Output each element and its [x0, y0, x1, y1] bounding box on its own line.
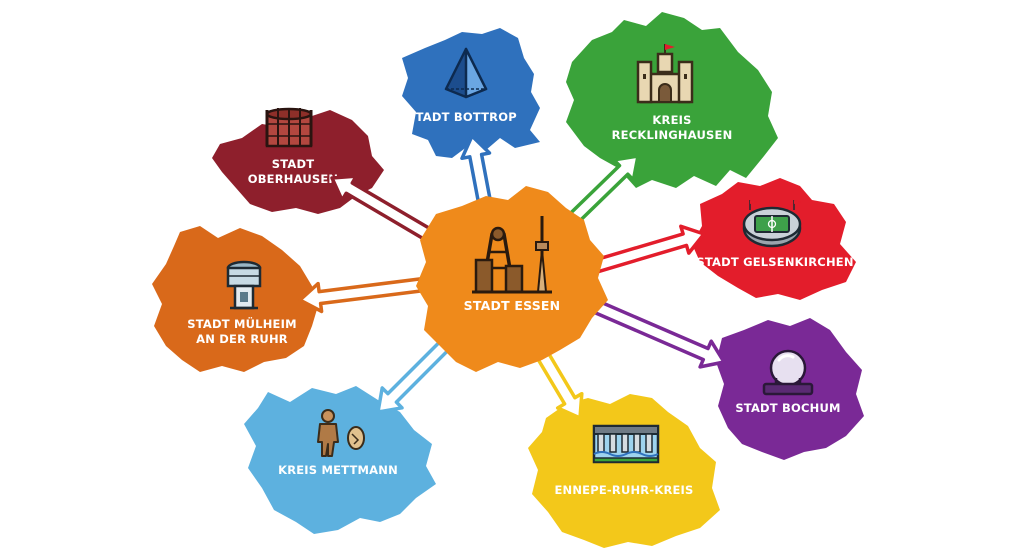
region-bochum-label: STADT BOCHUM: [735, 401, 840, 415]
region-recklinghausen-label-line2: RECKLINGHAUSEN: [612, 128, 733, 142]
tetrahedron-icon: [444, 47, 488, 99]
arrow-essen-to-bochum: [585, 296, 726, 369]
region-mettmann-label: KREIS METTMANN: [278, 463, 398, 477]
region-gelsenkirchen-label-line: STADT GELSENKIRCHEN: [696, 255, 853, 269]
region-gelsenkirchen-label: STADT GELSENKIRCHEN: [696, 255, 853, 269]
region-oberhausen-label-line1: STADT: [272, 157, 315, 171]
region-muelheim-label-line2: AN DER RUHR: [196, 332, 288, 346]
region-essen-label: STADT ESSEN: [464, 298, 561, 313]
region-bottrop-label: STADT BOTTROP: [407, 110, 517, 124]
region-bochum: STADT BOCHUM: [716, 318, 864, 460]
arrow-essen-to-gelsenkirchen: [592, 224, 706, 274]
region-bottrop-label-line: STADT BOTTROP: [407, 110, 517, 124]
arrow-essen-to-mettmann: [376, 340, 450, 414]
arrow-essen-to-muelheim: [298, 276, 431, 314]
planetarium-icon: [762, 349, 814, 396]
region-ennepe-label: ENNEPE-RUHR-KREIS: [554, 483, 693, 497]
region-ennepe-label-line: ENNEPE-RUHR-KREIS: [554, 483, 693, 497]
region-oberhausen-label-line2: OBERHAUSEN: [248, 172, 339, 186]
castle-icon: [636, 44, 694, 104]
gasometer-icon: [265, 107, 313, 148]
arrow-essen-to-recklinghausen: [562, 154, 640, 231]
mine-headframe-tower-icon: [472, 216, 552, 294]
region-mettmann: KREIS METTMANN: [244, 386, 436, 534]
arrow-essen-to-oberhausen: [330, 174, 439, 245]
region-mettmann-label-line: KREIS METTMANN: [278, 463, 398, 477]
region-mettmann-shape: [244, 386, 436, 534]
region-bottrop: STADT BOTTROP: [402, 28, 540, 158]
water-tower-icon: [226, 260, 262, 310]
region-recklinghausen-label-line1: KREIS: [652, 113, 691, 127]
region-muelheim-label-line1: STADT MÜLHEIM: [187, 316, 296, 331]
region-ennepe-ruhr-kreis: ENNEPE-RUHR-KREIS: [528, 394, 720, 548]
region-ennepe-shape: [528, 394, 720, 548]
region-bochum-label-line: STADT BOCHUM: [735, 401, 840, 415]
dam-icon: [592, 424, 660, 464]
region-gelsenkirchen: STADT GELSENKIRCHEN: [692, 178, 856, 300]
region-essen: STADT ESSEN: [416, 186, 608, 372]
stadium-icon: [742, 200, 802, 248]
neanderthal-icon: [317, 409, 365, 457]
